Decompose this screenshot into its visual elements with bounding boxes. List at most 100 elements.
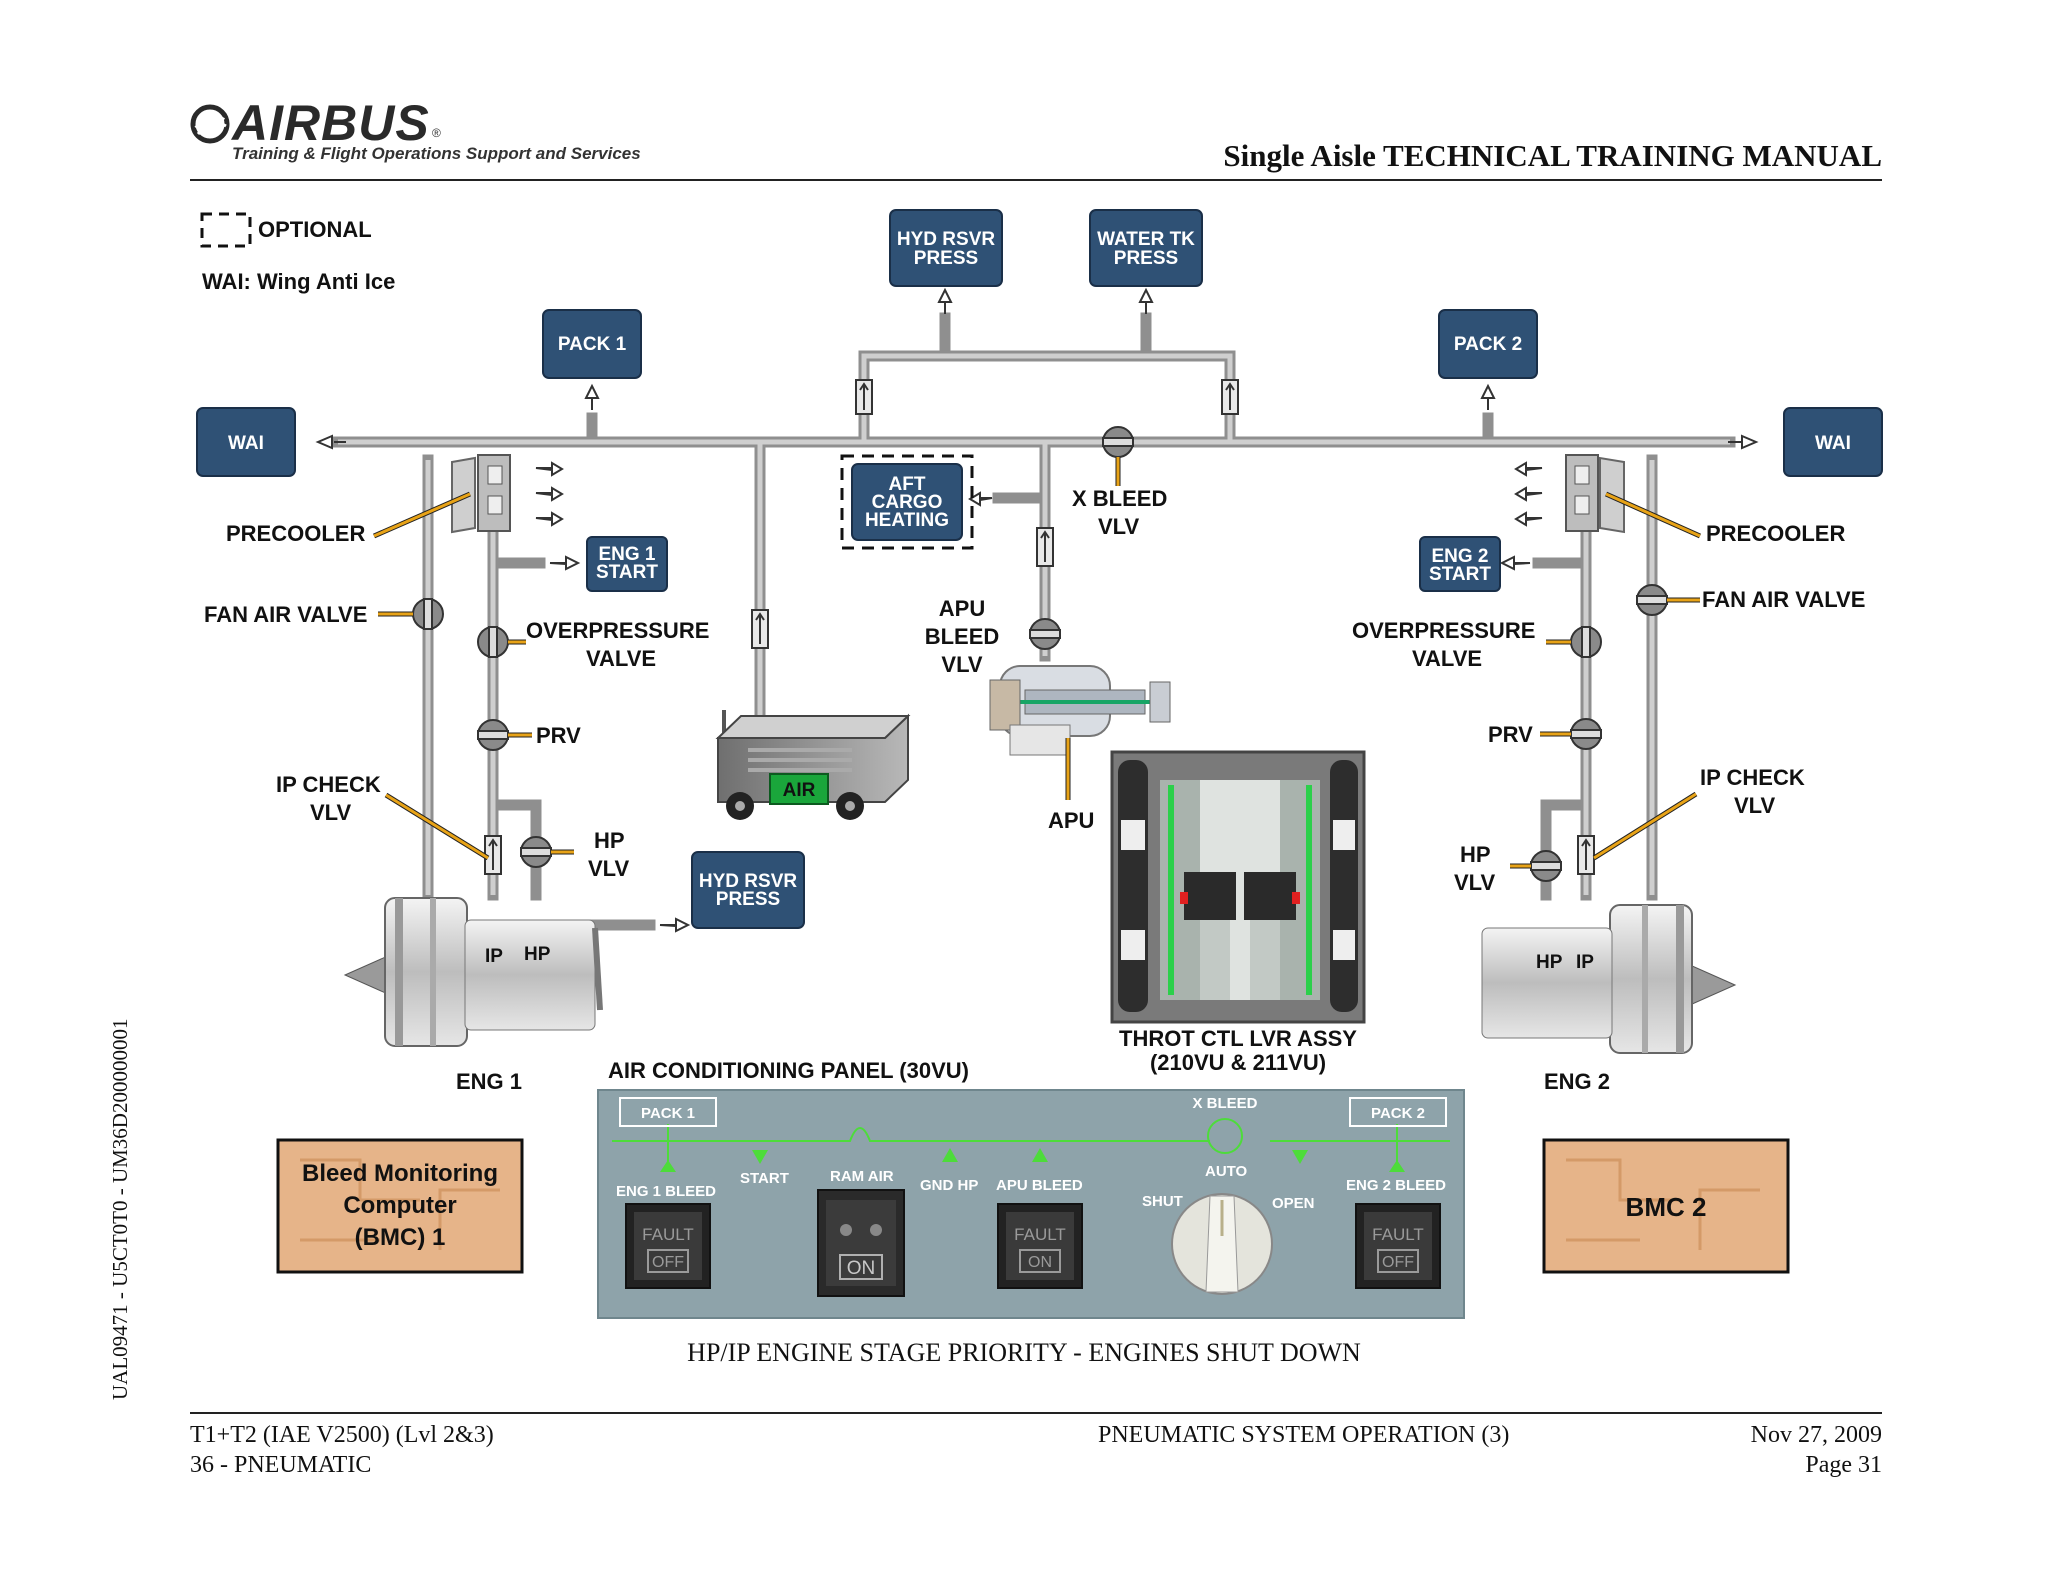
x-bleed-label-2: VLV	[1098, 514, 1139, 539]
apu-bleed-label-2: BLEED	[925, 624, 1000, 649]
ram-air-guarded-pushbutton[interactable]: ON	[817, 1189, 905, 1297]
svg-text:HEATING: HEATING	[865, 510, 949, 531]
svg-text:PRESS: PRESS	[914, 248, 978, 269]
eng2-label: ENG 2	[1544, 1069, 1610, 1094]
svg-text:PACK 1: PACK 1	[558, 334, 627, 355]
panel-x-bleed-label: X BLEED	[1192, 1095, 1257, 1112]
panel-gnd-hp-label: GND HP	[920, 1177, 978, 1194]
svg-text:PACK 2: PACK 2	[1454, 334, 1522, 355]
panel-shut-label: SHUT	[1142, 1193, 1183, 1210]
svg-text:START: START	[596, 562, 658, 583]
svg-text:WAI: WAI	[1815, 433, 1851, 454]
logo-subtitle: Training & Flight Operations Support and…	[232, 144, 641, 163]
throttle-label-1: THROT CTL LVR ASSY	[1119, 1026, 1357, 1051]
panel-apu-bleed-label: APU BLEED	[996, 1177, 1083, 1194]
wai-right-box: WAI	[1783, 407, 1883, 477]
eng2-bleed-pushbutton[interactable]: FAULT OFF	[1355, 1203, 1441, 1289]
svg-text:(BMC) 1: (BMC) 1	[355, 1224, 446, 1251]
ip-check-left-label-1: IP CHECK	[276, 772, 381, 797]
svg-text:START: START	[1429, 564, 1491, 585]
svg-text:ON: ON	[847, 1258, 876, 1279]
throttle-label-2: (210VU & 211VU)	[1150, 1050, 1326, 1075]
svg-text:Bleed Monitoring: Bleed Monitoring	[302, 1160, 498, 1187]
pack1-box: PACK 1	[542, 309, 642, 379]
flow-arrows	[315, 287, 1759, 933]
water-tk-press-box: WATER TK PRESS	[1089, 209, 1203, 287]
overpressure-left-label-1: OVERPRESSURE	[526, 618, 709, 643]
eng1-label: ENG 1	[456, 1069, 522, 1094]
x-bleed-selector-knob[interactable]	[1171, 1193, 1273, 1295]
apu-bleed-label-3: VLV	[941, 652, 982, 677]
apu-bleed-label-1: APU	[939, 596, 985, 621]
air-label: AIR	[783, 780, 816, 801]
ground-air-cart: AIR	[715, 710, 911, 820]
overpressure-valve-left-icon	[477, 626, 509, 658]
svg-text:ON: ON	[1028, 1254, 1052, 1271]
svg-text:PRESS: PRESS	[1114, 248, 1178, 269]
panel-eng1-bleed-label: ENG 1 BLEED	[616, 1183, 716, 1200]
eng2-ip-label: IP	[1576, 952, 1594, 973]
panel-auto-label: AUTO	[1205, 1163, 1248, 1180]
svg-text:OFF: OFF	[652, 1254, 684, 1271]
apu-bleed-pushbutton[interactable]: FAULT ON	[997, 1203, 1083, 1289]
logo-registered: ®	[432, 126, 441, 140]
legend-optional: OPTIONAL	[258, 217, 372, 242]
eng1-hp-label: HP	[524, 944, 551, 965]
overpressure-valve-right-icon	[1570, 626, 1602, 658]
apu-unit	[989, 665, 1171, 756]
header-rule	[190, 179, 1882, 181]
overpressure-right-label-2: VALVE	[1412, 646, 1482, 671]
footer-center: PNEUMATIC SYSTEM OPERATION (3)	[1098, 1422, 1510, 1448]
hp-vlv-left-label-2: VLV	[588, 856, 629, 881]
footer-left-2: 36 - PNEUMATIC	[190, 1452, 372, 1478]
panel-open-label: OPEN	[1272, 1195, 1315, 1212]
svg-text:FAULT: FAULT	[1014, 1225, 1066, 1244]
panel-eng2-bleed-label: ENG 2 BLEED	[1346, 1177, 1446, 1194]
svg-text:HYD RSVR: HYD RSVR	[897, 229, 995, 250]
svg-text:WATER TK: WATER TK	[1097, 229, 1195, 250]
fan-air-valve-right-icon	[1636, 584, 1668, 616]
svg-text:PRESS: PRESS	[716, 889, 780, 910]
panel-start-label: START	[740, 1170, 789, 1187]
svg-text:Computer: Computer	[343, 1192, 456, 1219]
hp-valve-right-icon	[1530, 850, 1562, 882]
engine-2-image: HP IP	[1481, 904, 1737, 1054]
wai-left-box: WAI	[196, 407, 296, 477]
x-bleed-valve-icon	[1102, 426, 1134, 458]
eng2-start-box: ENG 2 START	[1419, 536, 1501, 592]
ip-check-right-label-1: IP CHECK	[1700, 765, 1805, 790]
aft-cargo-optional-border	[840, 454, 974, 550]
panel-pack1-label: PACK 1	[641, 1105, 695, 1122]
fan-air-valve-left-icon	[412, 598, 444, 630]
fan-air-valve-left-label: FAN AIR VALVE	[204, 602, 367, 627]
svg-text:AFT: AFT	[889, 474, 926, 495]
fan-air-valve-right-label: FAN AIR VALVE	[1702, 587, 1865, 612]
leader-lines	[372, 457, 1702, 869]
manual-title: Single Aisle TECHNICAL TRAINING MANUAL	[1223, 138, 1882, 173]
airbus-swirl-icon	[190, 104, 230, 144]
eng2-hp-label: HP	[1536, 952, 1563, 973]
apu-bleed-valve-icon	[1029, 618, 1061, 650]
throttle-control-lever-assembly	[1110, 750, 1366, 1024]
prv-right-label: PRV	[1488, 722, 1533, 747]
hp-valve-left-icon	[520, 836, 552, 868]
hp-vlv-left-label-1: HP	[594, 828, 625, 853]
ip-check-left-label-2: VLV	[310, 800, 351, 825]
svg-text:ENG 1: ENG 1	[598, 544, 655, 565]
hp-vlv-right-label-2: VLV	[1454, 870, 1495, 895]
panel-pack2-label: PACK 2	[1371, 1105, 1425, 1122]
eng1-bleed-pushbutton[interactable]: FAULT OFF	[625, 1203, 711, 1289]
aft-cargo-heating-box: AFT CARGO HEATING	[851, 463, 963, 541]
svg-text:HYD RSVR: HYD RSVR	[699, 871, 797, 892]
precooler-right-label: PRECOOLER	[1706, 521, 1845, 546]
svg-text:FAULT: FAULT	[1372, 1225, 1424, 1244]
x-bleed-label-1: X BLEED	[1072, 486, 1167, 511]
footer-right-1: Nov 27, 2009	[1750, 1422, 1882, 1448]
precooler-right	[1565, 454, 1625, 534]
hyd-rsvr-press-top-box: HYD RSVR PRESS	[889, 209, 1003, 287]
engine-1-image: IP HP	[343, 897, 603, 1047]
ip-check-right-label-2: VLV	[1734, 793, 1775, 818]
footer-left-1: T1+T2 (IAE V2500) (Lvl 2&3)	[190, 1422, 494, 1448]
bmc2-box: BMC 2	[1542, 1138, 1790, 1274]
